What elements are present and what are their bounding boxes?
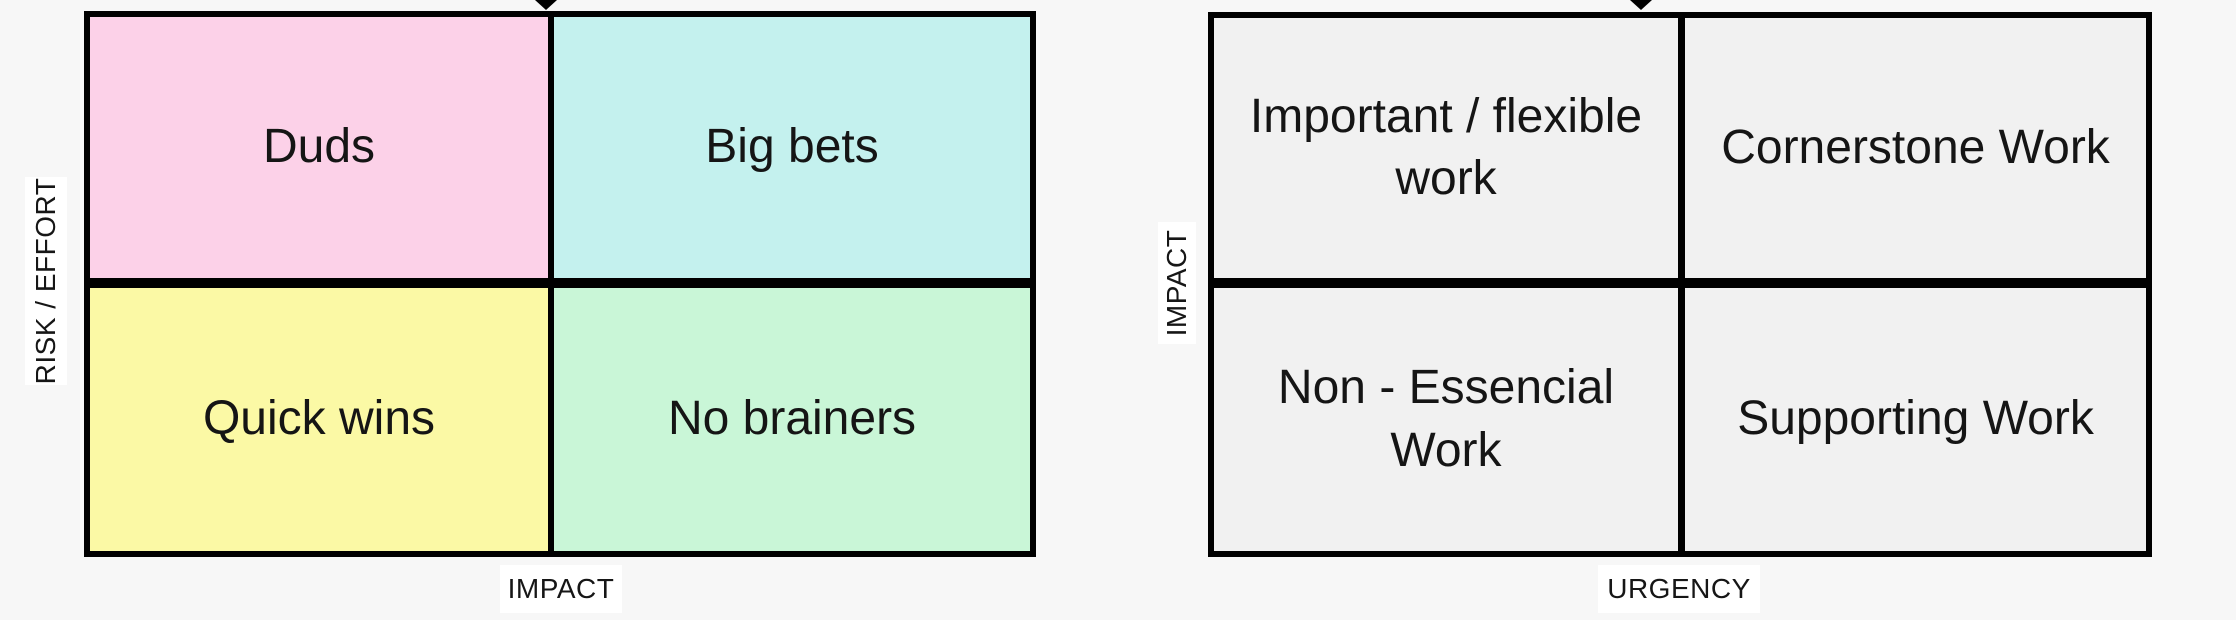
x-axis-label-impact: IMPACT bbox=[500, 565, 622, 613]
quadrant-no-brainers: No brainers bbox=[554, 288, 1030, 551]
impact-urgency-matrix: Important / flexible work Cornerstone Wo… bbox=[1208, 12, 2152, 557]
x-axis-label-urgency: URGENCY bbox=[1598, 565, 1760, 613]
quadrant-supporting-work: Supporting Work bbox=[1685, 288, 2146, 551]
down-arrowhead-icon bbox=[1630, 0, 1652, 10]
down-arrowhead-icon bbox=[535, 0, 557, 10]
quadrant-label-no-brainers: No brainers bbox=[667, 392, 917, 446]
quadrant-label-duds: Duds bbox=[262, 120, 376, 174]
quadrant-big-bets: Big bets bbox=[554, 17, 1030, 278]
quadrant-quick-wins: Quick wins bbox=[90, 288, 548, 551]
quadrant-label-quick-wins: Quick wins bbox=[202, 392, 436, 446]
quadrant-non-essencial-work: Non - Essencial Work bbox=[1214, 288, 1678, 551]
quadrant-duds: Duds bbox=[90, 17, 548, 278]
quadrant-cornerstone-work: Cornerstone Work bbox=[1685, 18, 2146, 278]
quadrant-important-flexible-work: Important / flexible work bbox=[1214, 18, 1678, 278]
y-axis-label-impact: IMPACT bbox=[1158, 222, 1196, 344]
quadrant-label-non-essencial-work: Non - Essencial Work bbox=[1277, 361, 1615, 477]
quadrant-label-big-bets: Big bets bbox=[705, 120, 879, 174]
risk-effort-impact-matrix: Duds Big bets Quick wins No brainers bbox=[84, 11, 1036, 557]
quadrant-label-cornerstone-work: Cornerstone Work bbox=[1721, 120, 2110, 174]
y-axis-label-risk-effort: RISK / EFFORT bbox=[25, 177, 67, 385]
quadrant-label-supporting-work: Supporting Work bbox=[1737, 392, 2094, 446]
quadrant-label-important-flexible-work: Important / flexible work bbox=[1249, 89, 1643, 205]
